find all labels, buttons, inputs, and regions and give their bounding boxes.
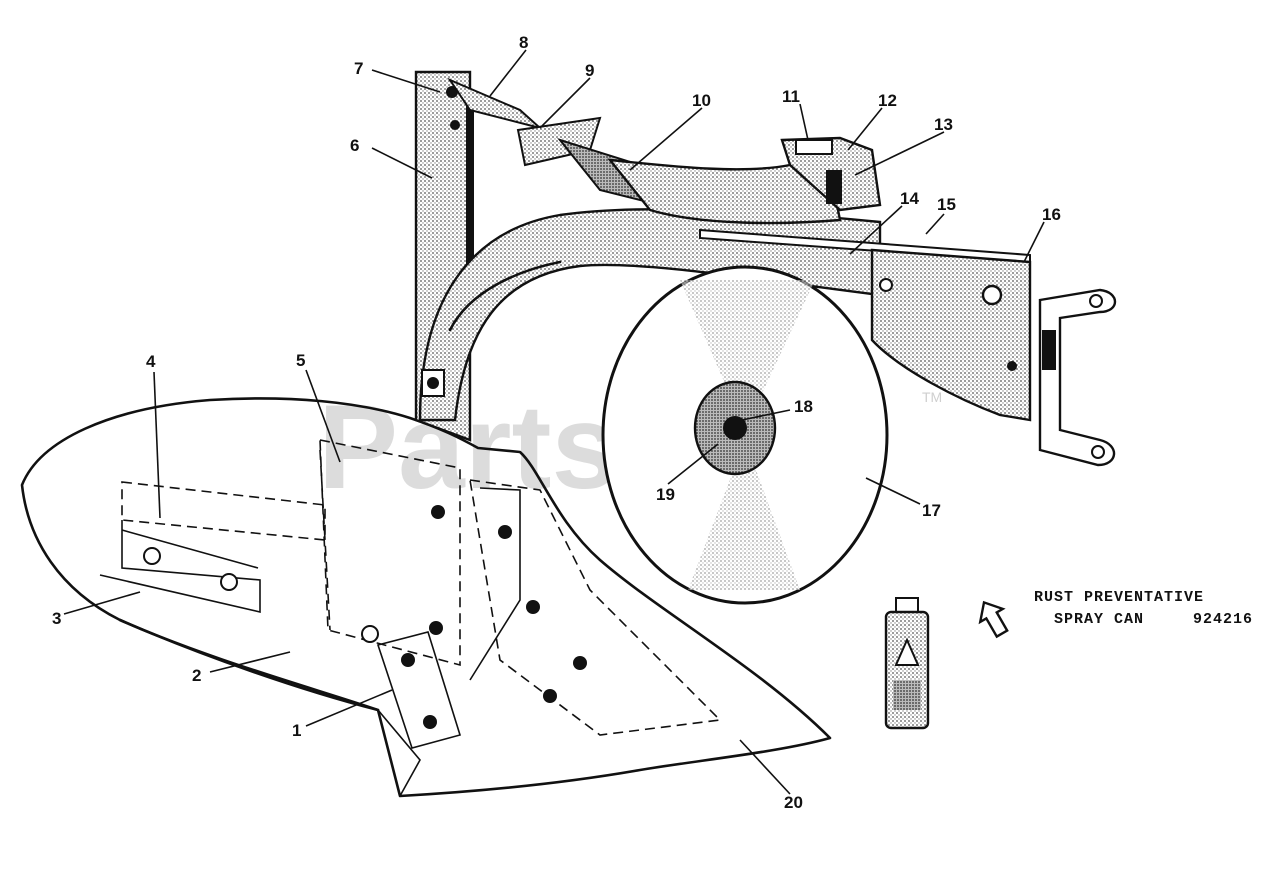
callout-12: 12 (878, 91, 897, 110)
pointer-arrow-icon (978, 600, 1009, 639)
callout-1: 1 (292, 721, 301, 740)
callout-2: 2 (192, 666, 201, 685)
callout-8: 8 (519, 33, 528, 52)
callout-6: 6 (350, 136, 359, 155)
callout-7: 7 (354, 59, 363, 78)
callout-13: 13 (934, 115, 953, 134)
callout-11: 11 (782, 87, 800, 106)
callout-10: 10 (692, 91, 711, 110)
callout-19: 19 (656, 485, 675, 504)
curved-beam (418, 208, 882, 422)
watermark-trademark: TM (922, 389, 942, 405)
note-line-1: RUST PREVENTATIVE (1034, 589, 1204, 606)
note-part-number: 924216 (1193, 611, 1253, 628)
plow-bottom (20, 397, 832, 798)
callout-16: 16 (1042, 205, 1061, 224)
callout-17: 17 (922, 501, 941, 520)
callout-9: 9 (585, 61, 594, 80)
coulter-disc (601, 265, 889, 605)
callout-14: 14 (900, 189, 919, 208)
leader-lines (63, 49, 1045, 795)
spray-can-illustration (884, 597, 930, 730)
callout-20: 20 (784, 793, 803, 812)
note-line-2: SPRAY CAN (1054, 611, 1144, 628)
callout-4: 4 (146, 352, 156, 371)
callout-15: 15 (937, 195, 956, 214)
callout-18: 18 (794, 397, 813, 416)
callout-3: 3 (52, 609, 61, 628)
upper-arm (607, 136, 882, 225)
callout-5: 5 (296, 351, 305, 370)
mount-bracket (699, 228, 1117, 467)
